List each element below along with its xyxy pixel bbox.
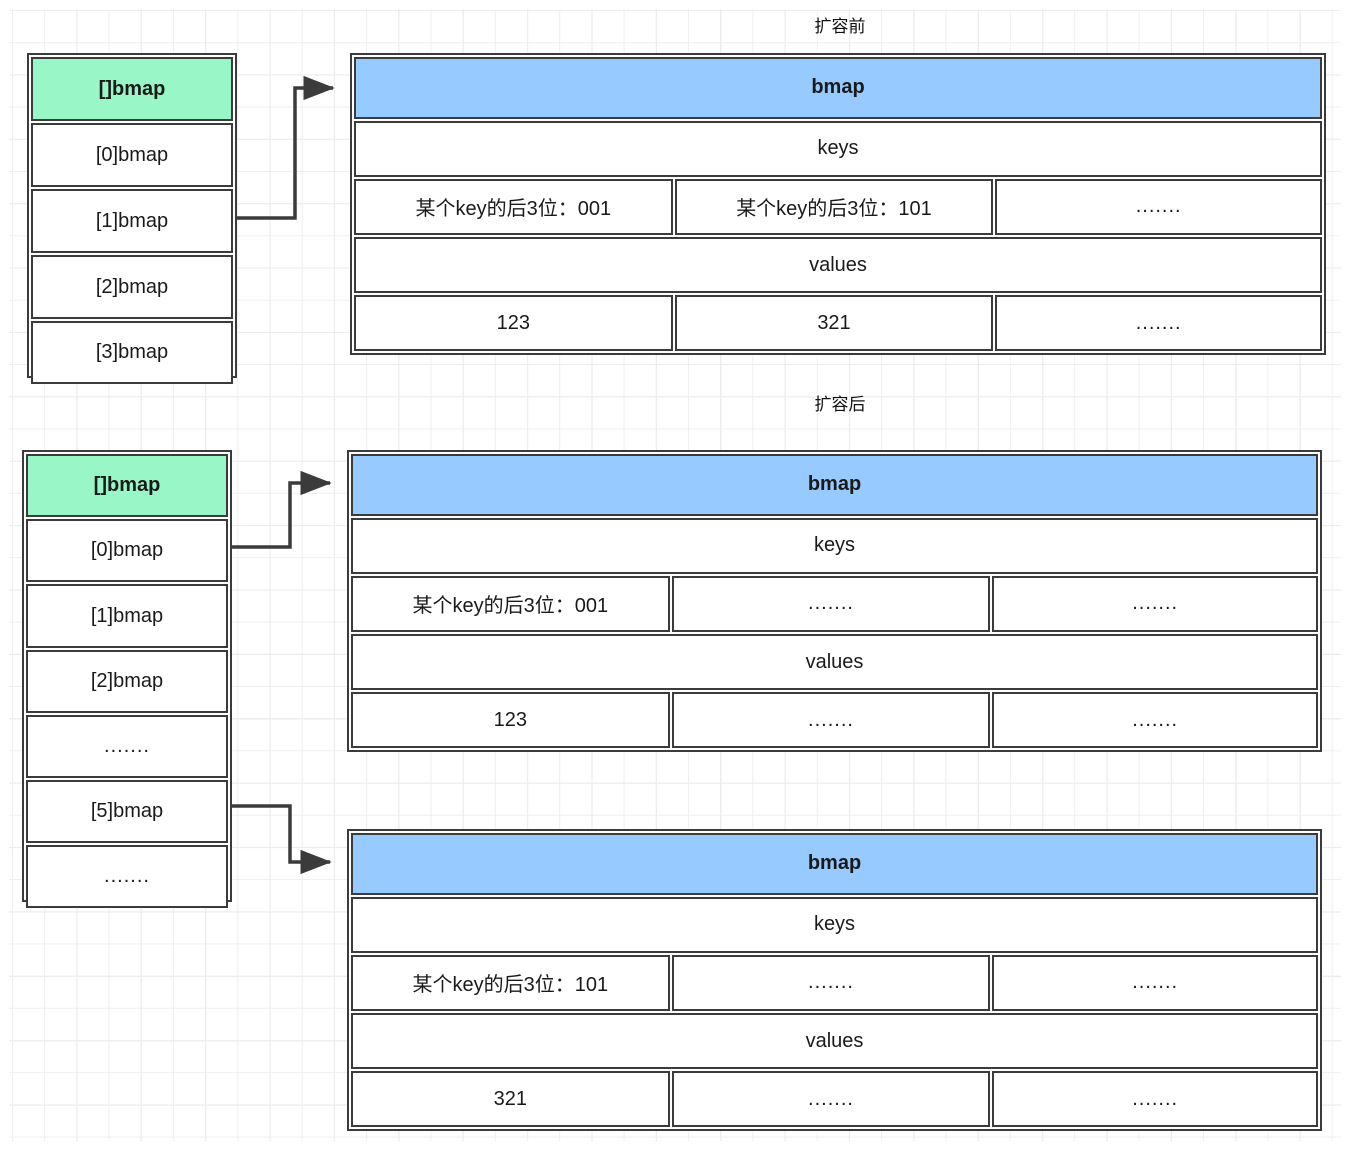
- after-bmap0-values-row: 123 ....... .......: [351, 692, 1318, 748]
- after-bmap0-value-0[interactable]: 123: [351, 692, 670, 748]
- before-array-header: []bmap: [31, 57, 233, 121]
- after-bmap0-value-2[interactable]: .......: [992, 692, 1318, 748]
- before-bmap-table: bmap keys 某个key的后3位：001 某个key的后3位：101 ..…: [350, 53, 1326, 355]
- before-bmap-keys-label: keys: [354, 120, 1322, 177]
- after-bmap0-header: bmap: [351, 454, 1318, 516]
- after-bmap5-values-row: 321 ....... .......: [351, 1071, 1318, 1127]
- before-bmap-array: []bmap [0]bmap [1]bmap [2]bmap [3]bmap: [27, 53, 237, 384]
- after-bmap5-value-1[interactable]: .......: [671, 1071, 991, 1127]
- before-bmap-key-0[interactable]: 某个key的后3位：001: [354, 178, 673, 236]
- after-array-cell-3[interactable]: .......: [26, 715, 228, 778]
- after-array-cell-1[interactable]: [1]bmap: [26, 584, 228, 648]
- after-bmap0-key-2[interactable]: .......: [992, 575, 1318, 633]
- after-array-cell-0[interactable]: [0]bmap: [26, 519, 228, 582]
- before-array-cell-2[interactable]: [2]bmap: [31, 255, 233, 319]
- after-bmap0-value-1[interactable]: .......: [671, 692, 991, 748]
- after-array-cell-rest[interactable]: .......: [26, 845, 228, 908]
- before-bmap-value-2[interactable]: .......: [995, 295, 1322, 351]
- after-bmap5-value-2[interactable]: .......: [992, 1071, 1318, 1127]
- before-bmap-value-1[interactable]: 321: [674, 295, 994, 351]
- after-bmap0-values-label: values: [351, 634, 1318, 691]
- before-bmap-key-2[interactable]: .......: [995, 178, 1322, 236]
- caption-before: 扩容前: [814, 17, 866, 36]
- after-bmap5-key-2[interactable]: .......: [992, 954, 1318, 1012]
- after-bmap5-key-0[interactable]: 某个key的后3位：101: [351, 954, 670, 1012]
- after-array-header: []bmap: [26, 454, 228, 517]
- after-bmap5-keys-row: 某个key的后3位：101 ....... .......: [351, 954, 1318, 1012]
- after-bmap5-keys-label: keys: [351, 896, 1318, 953]
- after-bmap5-value-0[interactable]: 321: [351, 1071, 670, 1127]
- after-bmap0-keys-row: 某个key的后3位：001 ....... .......: [351, 575, 1318, 633]
- before-bmap-keys-row: 某个key的后3位：001 某个key的后3位：101 .......: [354, 178, 1322, 236]
- before-bmap-key-1[interactable]: 某个key的后3位：101: [674, 178, 994, 236]
- before-array-cell-1[interactable]: [1]bmap: [31, 189, 233, 253]
- after-bmap5-header: bmap: [351, 833, 1318, 895]
- after-array-cell-2[interactable]: [2]bmap: [26, 650, 228, 713]
- before-bmap-values-label: values: [354, 237, 1322, 294]
- connector-after-0-to-bmap0: [232, 470, 332, 549]
- after-bmap0-key-1[interactable]: .......: [671, 575, 991, 633]
- after-bmap-array: []bmap [0]bmap [1]bmap [2]bmap ....... […: [22, 450, 232, 908]
- after-bmap0-keys-label: keys: [351, 517, 1318, 574]
- after-array-cell-5[interactable]: [5]bmap: [26, 780, 228, 843]
- before-bmap-header: bmap: [354, 57, 1322, 119]
- after-bmap-table-0: bmap keys 某个key的后3位：001 ....... ....... …: [347, 450, 1322, 752]
- after-bmap0-key-0[interactable]: 某个key的后3位：001: [351, 575, 670, 633]
- before-bmap-values-row: 123 321 .......: [354, 295, 1322, 351]
- caption-after: 扩容后: [814, 395, 866, 414]
- after-bmap-table-5: bmap keys 某个key的后3位：101 ....... ....... …: [347, 829, 1322, 1131]
- connector-before-1-to-bmap: [237, 75, 335, 220]
- before-array-cell-0[interactable]: [0]bmap: [31, 123, 233, 187]
- before-bmap-value-0[interactable]: 123: [354, 295, 673, 351]
- after-bmap5-values-label: values: [351, 1013, 1318, 1070]
- before-array-cell-3[interactable]: [3]bmap: [31, 321, 233, 384]
- after-bmap5-key-1[interactable]: .......: [671, 954, 991, 1012]
- connector-after-5-to-bmap5: [232, 804, 332, 875]
